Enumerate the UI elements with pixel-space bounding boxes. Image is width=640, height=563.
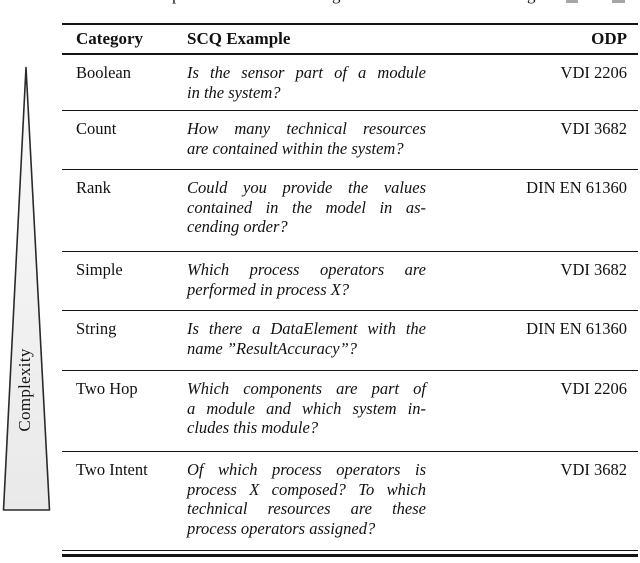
category-cell: String — [76, 319, 117, 338]
scq-example-line: Which components are part of — [187, 379, 426, 398]
scq-example-line: process operators assigned? — [187, 518, 376, 538]
scq-example-line: Is the sensor part of a module — [187, 63, 426, 82]
scq-example-line: How many technical resources — [187, 119, 426, 138]
scq-example-line: a module and which system in- — [187, 398, 426, 418]
scq-example-line: in the system? — [187, 82, 281, 102]
complexity-axis-label: Complexity — [15, 348, 34, 432]
odp-cell: VDI 3682 — [560, 260, 627, 279]
scq-example-line: Which process operators are — [187, 260, 426, 279]
category-cell: Simple — [76, 260, 123, 279]
caption-glyph-fragment: p — [172, 0, 181, 3]
caption-glyph-fragment: g — [527, 0, 536, 3]
complexity-triangle — [2, 66, 51, 511]
header-scq-example: SCQ Example — [187, 29, 291, 48]
category-cell: Count — [76, 119, 117, 138]
odp-cell: VDI 3682 — [560, 119, 627, 138]
scq-example-line: Is there a DataElement with the — [187, 319, 426, 338]
scq-example-line: Could you provide the values — [187, 178, 426, 197]
caption-glyph-fragment: g — [332, 0, 341, 3]
category-cell: Two Intent — [76, 460, 148, 479]
scq-example-line: are contained within the system? — [187, 138, 404, 158]
table-header: Category SCQ Example ODP — [62, 23, 638, 55]
odp-cell: VDI 2206 — [560, 63, 627, 82]
clipped-caption-strip: pgg — [0, 0, 640, 8]
odp-cell: DIN EN 61360 — [526, 178, 627, 197]
odp-cell: DIN EN 61360 — [526, 319, 627, 338]
odp-cell: VDI 3682 — [560, 460, 627, 479]
citation-mark — [566, 0, 578, 3]
scq-table: Category SCQ Example ODP Boolean Is the … — [62, 23, 638, 551]
scq-example-line: technical resources are these — [187, 499, 426, 518]
category-cell: Boolean — [76, 63, 131, 82]
table-row: Two Intent Of which process operators is… — [62, 452, 638, 551]
header-odp: ODP — [591, 29, 627, 48]
table-bottom-rule — [62, 554, 638, 557]
scq-example-line: contained in the model in as- — [187, 197, 426, 217]
scq-example-line: performed in process X? — [187, 279, 350, 299]
category-cell: Two Hop — [76, 379, 138, 398]
scq-example-line: cending order? — [187, 217, 288, 236]
category-cell: Rank — [76, 178, 111, 197]
scq-example-line: Of which process operators is — [187, 460, 426, 479]
header-category: Category — [76, 29, 144, 48]
citation-mark — [612, 0, 625, 3]
scq-example-line: cludes this module? — [187, 418, 319, 437]
scq-example-line: process X composed? To which — [187, 479, 426, 499]
odp-cell: VDI 2206 — [560, 379, 627, 398]
scq-example-line: name ”ResultAccuracy”? — [187, 338, 358, 358]
